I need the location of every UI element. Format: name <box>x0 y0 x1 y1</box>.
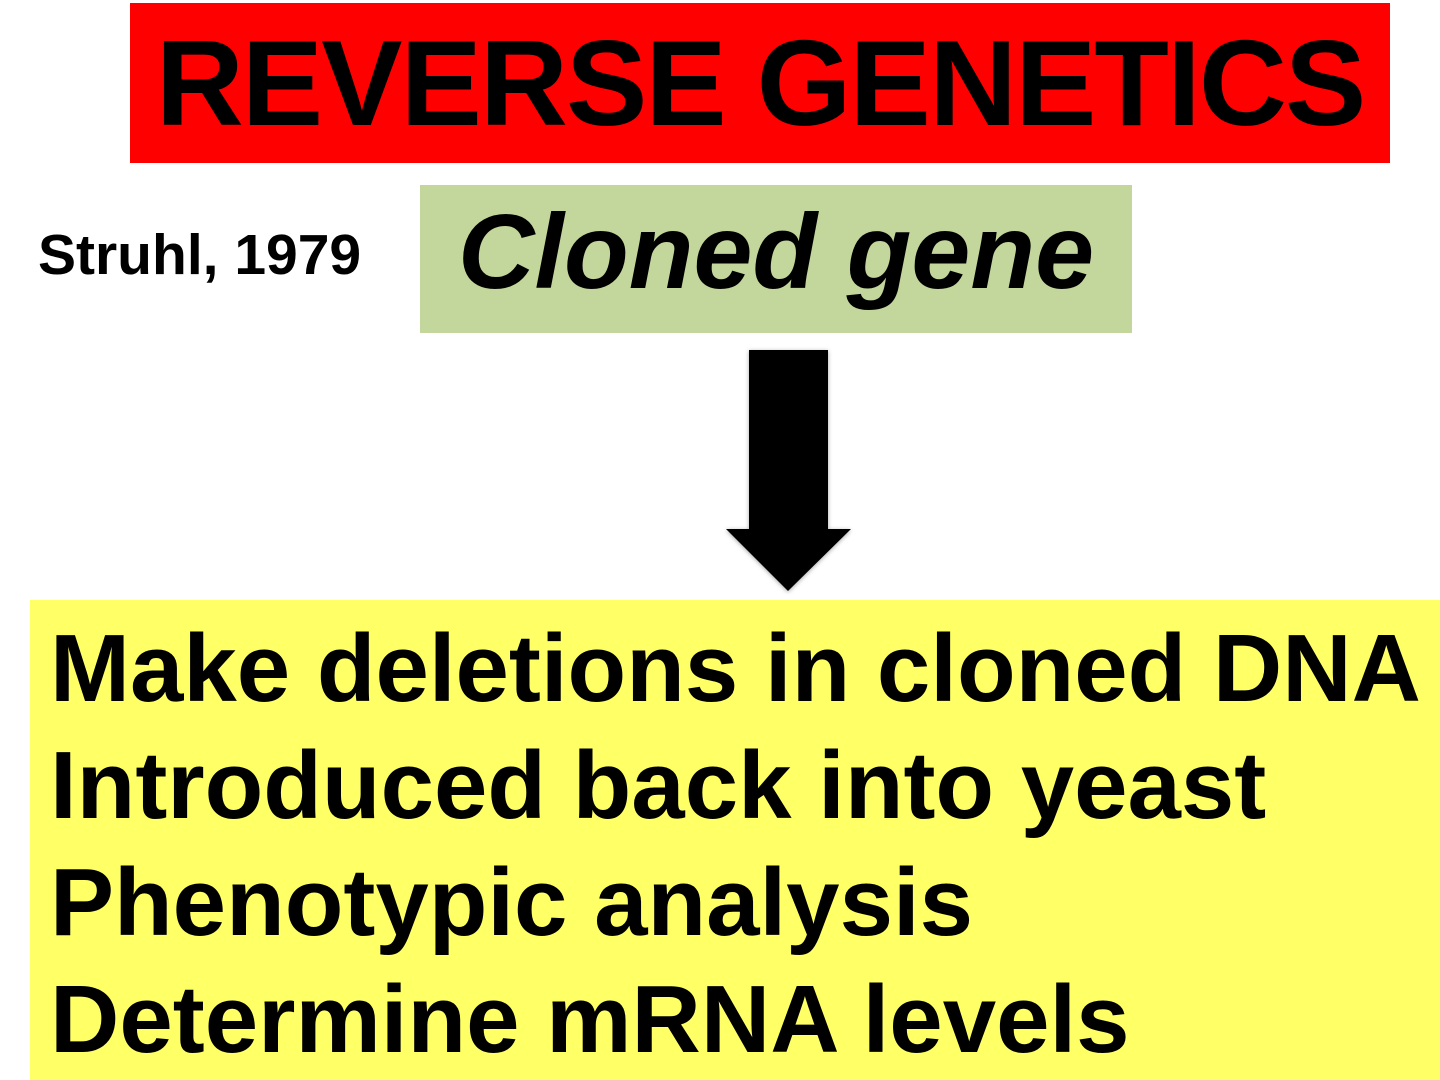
step-phenotypic-analysis: Phenotypic analysis <box>50 849 974 956</box>
title-banner: REVERSE GENETICS <box>130 3 1390 163</box>
steps-box: Make deletions in cloned DNA Introduced … <box>30 600 1440 1080</box>
attribution-text: Struhl, 1979 <box>38 223 362 287</box>
slide-title: REVERSE GENETICS <box>155 15 1367 151</box>
down-arrow-icon <box>726 350 851 591</box>
cloned-gene-box: Cloned gene <box>420 185 1132 333</box>
cloned-gene-label: Cloned gene <box>457 193 1095 311</box>
step-introduce-yeast: Introduced back into yeast <box>50 732 1267 839</box>
step-determine-mrna: Determine mRNA levels <box>50 966 1130 1073</box>
step-make-deletions: Make deletions in cloned DNA <box>50 615 1421 722</box>
